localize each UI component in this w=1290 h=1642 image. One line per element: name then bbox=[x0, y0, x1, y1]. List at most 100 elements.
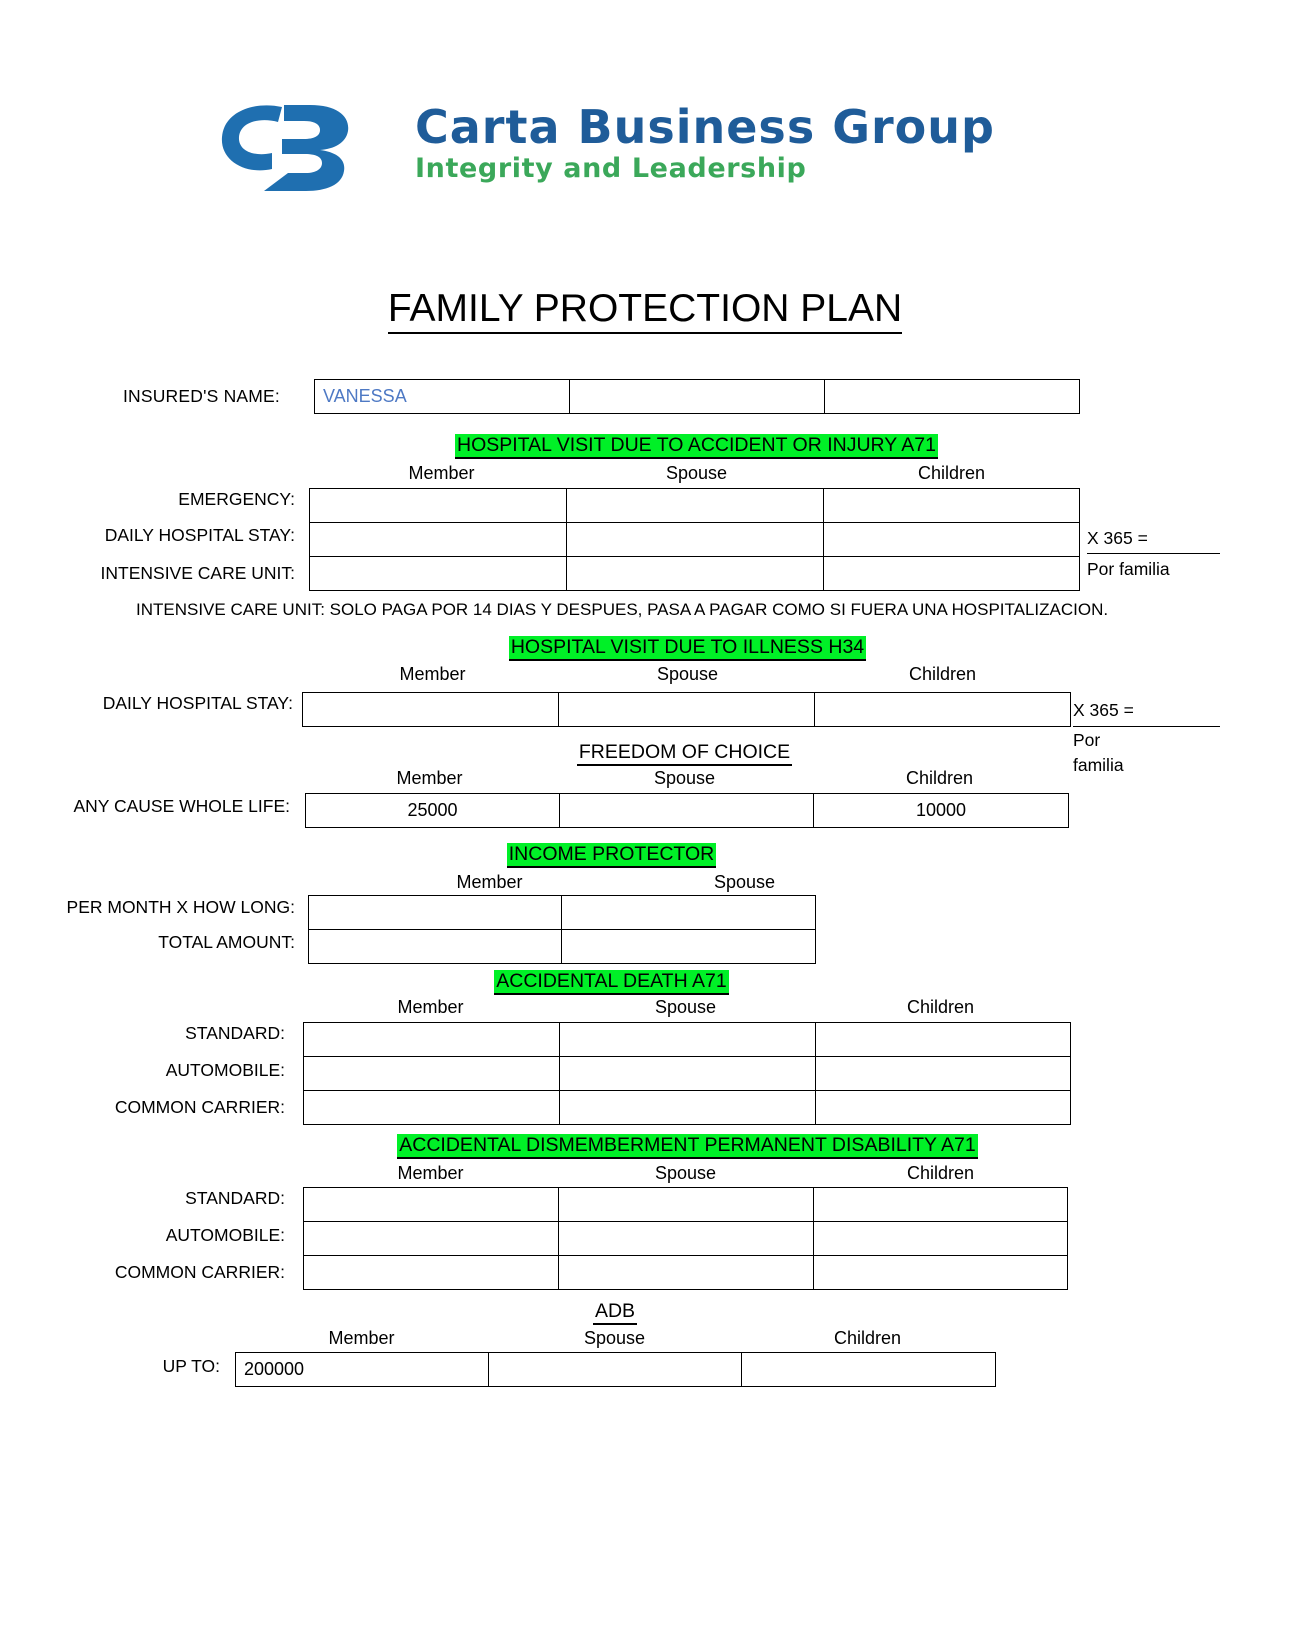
section-title-accidental-death: ACCIDENTAL DEATH A71 bbox=[305, 970, 918, 995]
cell-dm-standard-spouse[interactable] bbox=[558, 1187, 814, 1222]
table-row: 200000 bbox=[235, 1352, 996, 1387]
table-row bbox=[302, 692, 1071, 727]
section-title-freedom: FREEDOM OF CHOICE bbox=[302, 741, 1067, 766]
x365-annotation-illness: X 365 = bbox=[1073, 700, 1134, 720]
colhead-dm-member: Member bbox=[397, 1163, 464, 1183]
cell-illness-children[interactable] bbox=[814, 692, 1071, 727]
colhead-dm-children: Children bbox=[906, 1163, 975, 1183]
table-row bbox=[303, 1056, 1071, 1091]
cell-ad-auto-spouse[interactable] bbox=[559, 1056, 816, 1091]
insured-name-table: VANESSA bbox=[314, 379, 1080, 414]
cell-illness-member[interactable] bbox=[302, 692, 559, 727]
cell-dm-standard-member[interactable] bbox=[303, 1187, 559, 1222]
rowlabel-up-to: UP TO: bbox=[162, 1356, 220, 1376]
cell-freedom-member[interactable]: 25000 bbox=[305, 793, 560, 828]
rowlabel-dm-common-carrier: COMMON CARRIER: bbox=[114, 1262, 285, 1282]
rowlabel-daily-hospital-stay-illness: DAILY HOSPITAL STAY: bbox=[102, 693, 293, 713]
section-title-accident-text: HOSPITAL VISIT DUE TO ACCIDENT OR INJURY… bbox=[455, 434, 938, 459]
table-row bbox=[303, 1090, 1071, 1125]
cell-ad-carrier-spouse[interactable] bbox=[559, 1090, 816, 1125]
colhead-illness-spouse: Spouse bbox=[656, 664, 719, 684]
colhead-freedom-member: Member bbox=[396, 768, 463, 788]
cell-total-member[interactable] bbox=[308, 929, 562, 964]
section-title-accident: HOSPITAL VISIT DUE TO ACCIDENT OR INJURY… bbox=[314, 434, 1079, 459]
cell-dm-carrier-spouse[interactable] bbox=[558, 1255, 814, 1290]
section-title-accidental-death-text: ACCIDENTAL DEATH A71 bbox=[494, 970, 729, 995]
table-row bbox=[303, 1221, 1068, 1256]
cell-ad-auto-member[interactable] bbox=[303, 1056, 560, 1091]
income-table bbox=[308, 895, 816, 964]
colhead-ad-member: Member bbox=[397, 997, 464, 1017]
cell-icu-spouse[interactable] bbox=[566, 556, 824, 591]
section-title-adb-text: ADB bbox=[592, 1300, 638, 1325]
section-title-dismemberment-text: ACCIDENTAL DISMEMBERMENT PERMANENT DISAB… bbox=[397, 1134, 978, 1159]
cell-dm-carrier-children[interactable] bbox=[813, 1255, 1068, 1290]
colhead-ad-children: Children bbox=[906, 997, 975, 1017]
cell-ad-carrier-children[interactable] bbox=[815, 1090, 1071, 1125]
colhead-illness-children: Children bbox=[908, 664, 977, 684]
cell-dailystay-spouse[interactable] bbox=[566, 522, 824, 557]
section-title-illness: HOSPITAL VISIT DUE TO ILLNESS H34 bbox=[305, 636, 1070, 661]
cell-permonth-spouse[interactable] bbox=[561, 895, 816, 930]
table-row bbox=[309, 488, 1080, 523]
cell-dm-auto-children[interactable] bbox=[813, 1221, 1068, 1256]
cell-ad-carrier-member[interactable] bbox=[303, 1090, 560, 1125]
cell-icu-member[interactable] bbox=[309, 556, 567, 591]
cell-icu-children[interactable] bbox=[823, 556, 1080, 591]
insured-cell-3[interactable] bbox=[824, 379, 1080, 414]
page-title: FAMILY PROTECTION PLAN bbox=[0, 287, 1290, 334]
familia-annotation-illness: familia bbox=[1073, 755, 1124, 775]
rowlabel-intensive-care-unit: INTENSIVE CARE UNIT: bbox=[100, 563, 295, 583]
colhead-adb-member: Member bbox=[328, 1328, 395, 1348]
section-title-dismemberment: ACCIDENTAL DISMEMBERMENT PERMANENT DISAB… bbox=[305, 1134, 1070, 1159]
cell-adb-member[interactable]: 200000 bbox=[235, 1352, 489, 1387]
por-familia-annotation-accident: Por familia bbox=[1087, 559, 1170, 579]
rowlabel-dm-standard: STANDARD: bbox=[185, 1188, 285, 1208]
cell-adb-children[interactable] bbox=[741, 1352, 996, 1387]
insured-cell-2[interactable] bbox=[569, 379, 825, 414]
section-title-illness-text: HOSPITAL VISIT DUE TO ILLNESS H34 bbox=[508, 636, 867, 661]
colhead-ad-spouse: Spouse bbox=[654, 997, 717, 1017]
rowlabel-emergency: EMERGENCY: bbox=[178, 489, 295, 509]
cell-dm-auto-spouse[interactable] bbox=[558, 1221, 814, 1256]
colhead-accident-children: Children bbox=[917, 463, 986, 483]
cell-dm-auto-member[interactable] bbox=[303, 1221, 559, 1256]
cell-emergency-member[interactable] bbox=[309, 488, 567, 523]
cell-ad-standard-spouse[interactable] bbox=[559, 1022, 816, 1057]
section-title-income-text: INCOME PROTECTOR bbox=[506, 843, 717, 868]
cell-total-spouse[interactable] bbox=[561, 929, 816, 964]
colhead-freedom-spouse: Spouse bbox=[653, 768, 716, 788]
rowlabel-any-cause-whole-life: ANY CAUSE WHOLE LIFE: bbox=[73, 796, 290, 816]
cell-ad-standard-member[interactable] bbox=[303, 1022, 560, 1057]
cell-adb-spouse[interactable] bbox=[488, 1352, 742, 1387]
rowlabel-ad-common-carrier: COMMON CARRIER: bbox=[114, 1097, 285, 1117]
cell-dailystay-member[interactable] bbox=[309, 522, 567, 557]
colhead-illness-member: Member bbox=[399, 664, 466, 684]
cell-dailystay-children[interactable] bbox=[823, 522, 1080, 557]
x365-rule-illness bbox=[1073, 726, 1220, 727]
accident-table bbox=[309, 488, 1080, 591]
cell-freedom-children[interactable]: 10000 bbox=[813, 793, 1069, 828]
cell-illness-spouse[interactable] bbox=[558, 692, 815, 727]
table-row bbox=[303, 1187, 1068, 1222]
cell-emergency-spouse[interactable] bbox=[566, 488, 824, 523]
cell-permonth-member[interactable] bbox=[308, 895, 562, 930]
colhead-adb-children: Children bbox=[833, 1328, 902, 1348]
illness-table bbox=[302, 692, 1071, 727]
colhead-income-spouse: Spouse bbox=[713, 872, 776, 892]
rowlabel-dm-automobile: AUTOMOBILE: bbox=[165, 1225, 285, 1245]
cell-emergency-children[interactable] bbox=[823, 488, 1080, 523]
rowlabel-ad-automobile: AUTOMOBILE: bbox=[165, 1060, 285, 1080]
x365-rule-accident bbox=[1087, 553, 1220, 554]
cell-freedom-spouse[interactable] bbox=[559, 793, 814, 828]
page-title-text: FAMILY PROTECTION PLAN bbox=[387, 287, 903, 334]
freedom-table: 25000 10000 bbox=[305, 793, 1069, 828]
cell-ad-auto-children[interactable] bbox=[815, 1056, 1071, 1091]
cell-ad-standard-children[interactable] bbox=[815, 1022, 1071, 1057]
cell-dm-carrier-member[interactable] bbox=[303, 1255, 559, 1290]
cell-dm-standard-children[interactable] bbox=[813, 1187, 1068, 1222]
table-row: 25000 10000 bbox=[305, 793, 1069, 828]
insured-name-input[interactable]: VANESSA bbox=[314, 379, 570, 414]
company-logo: Carta Business Group Integrity and Leade… bbox=[210, 95, 1040, 195]
